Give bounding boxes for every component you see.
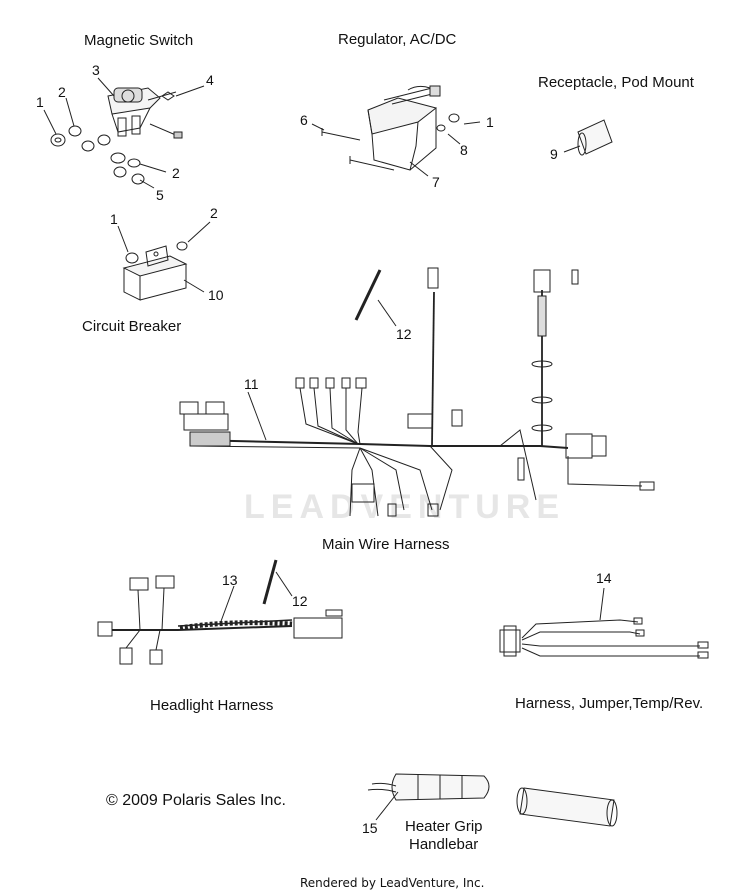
- callout-number: 13: [222, 572, 238, 588]
- main-wire-harness-drawing: [179, 267, 655, 517]
- callout-number: 2: [58, 84, 66, 100]
- callout-number: 12: [292, 593, 308, 609]
- callout-number: 1: [486, 114, 494, 130]
- callout-number: 10: [208, 287, 224, 303]
- callout-number: 4: [206, 72, 214, 88]
- copyright-notice: © 2009 Polaris Sales Inc.: [106, 792, 286, 809]
- callout-number: 14: [596, 570, 612, 586]
- callout-number: 6: [300, 112, 308, 128]
- magnetic-switch-drawing: [43, 77, 205, 189]
- title-circuit-breaker: Circuit Breaker: [82, 318, 182, 335]
- watermark: LEADVENTURE: [244, 488, 566, 526]
- title-magnetic-switch: Magnetic Switch: [84, 32, 194, 49]
- jumper-harness-drawing: [499, 587, 709, 659]
- footer-credit: Rendered by LeadVenture, Inc.: [300, 876, 485, 890]
- callout-number: 5: [156, 187, 164, 203]
- title-receptacle: Receptacle, Pod Mount: [538, 74, 694, 91]
- circuit-breaker-drawing: [117, 221, 211, 301]
- heater-grip-drawing: [367, 773, 618, 827]
- callout-number: 2: [210, 205, 218, 221]
- title-main-wire-harness: Main Wire Harness: [322, 536, 450, 553]
- title-heater-grip-line1: Heater Grip: [405, 818, 483, 835]
- title-heater-grip-line2: Handlebar: [409, 836, 479, 853]
- title-jumper-harness: Harness, Jumper,Temp/Rev.: [515, 695, 704, 712]
- title-headlight-harness: Headlight Harness: [150, 697, 274, 714]
- title-regulator: Regulator, AC/DC: [338, 31, 457, 48]
- regulator-drawing: [311, 85, 481, 177]
- callout-number: 3: [92, 62, 100, 78]
- receptacle-drawing: [563, 119, 613, 156]
- callout-number: 11: [244, 376, 259, 392]
- callout-number: 8: [460, 142, 468, 158]
- callout-number: 2: [172, 165, 180, 181]
- callout-number: 7: [432, 174, 440, 190]
- callout-number: 1: [36, 94, 44, 110]
- callout-number: 12: [396, 326, 412, 342]
- headlight-harness-drawing: [97, 559, 343, 665]
- callout-number: 1: [110, 211, 118, 227]
- callout-number: 9: [550, 146, 558, 162]
- callout-number: 15: [362, 820, 378, 836]
